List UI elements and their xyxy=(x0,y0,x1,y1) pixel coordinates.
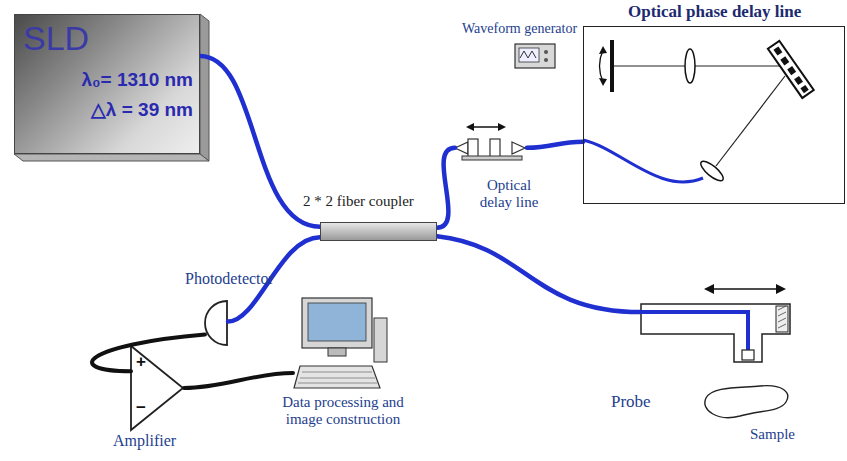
arrow-head xyxy=(776,284,786,294)
monitor-stand xyxy=(328,348,346,356)
input-sign: − xyxy=(136,398,146,418)
beam xyxy=(614,65,785,66)
node-label: Data processing and image construction xyxy=(273,394,413,429)
box-side xyxy=(200,14,209,161)
phase-delay-box: Optical phase delay line xyxy=(583,26,845,204)
connector-line xyxy=(527,142,583,148)
knob xyxy=(544,50,548,54)
fiber xyxy=(583,140,703,182)
arrow-head xyxy=(599,46,607,54)
photodetector-icon xyxy=(205,301,227,345)
beam xyxy=(716,76,785,166)
collimator xyxy=(512,142,525,154)
fiber xyxy=(641,312,748,354)
scan-mirror xyxy=(610,40,614,92)
node-label: △λ = 39 nm xyxy=(91,99,193,121)
connector-line xyxy=(437,148,455,228)
rotation-arrow xyxy=(600,50,604,82)
connector-line xyxy=(184,373,293,388)
box-side xyxy=(14,154,209,161)
double-arrow xyxy=(472,126,500,128)
arrow-head xyxy=(498,123,506,131)
waveform xyxy=(520,51,536,58)
sample: Sample xyxy=(702,384,794,420)
window-hatch xyxy=(778,306,786,328)
optical-fiber xyxy=(527,142,583,148)
generator-screen xyxy=(519,48,539,62)
node-label: 2 * 2 fiber coupler xyxy=(301,193,416,210)
arrow-head xyxy=(599,78,607,86)
screen xyxy=(308,303,366,341)
keys xyxy=(298,372,377,383)
signal-cable xyxy=(92,335,205,372)
probe: Probe xyxy=(641,304,790,362)
knob xyxy=(544,58,548,62)
generator-icon xyxy=(515,44,555,68)
computer: Data processing and image construction xyxy=(293,296,389,390)
optical-delay-line: Optical delay line xyxy=(455,137,527,161)
arrow-head xyxy=(704,284,714,294)
waveform-generator: Waveform generator xyxy=(515,44,555,68)
stage xyxy=(462,156,522,160)
sample-shape xyxy=(705,386,788,418)
node-label: Optical delay line xyxy=(469,177,549,212)
amplifier-symbol xyxy=(131,346,183,430)
light-source-box: SLD λ₀= 1310 nm △λ = 39 nm xyxy=(14,14,200,154)
node-label: λ₀= 1310 nm xyxy=(81,69,193,91)
node-label: Photodetector xyxy=(185,270,274,288)
keyboard xyxy=(294,366,380,388)
signal-cable xyxy=(184,373,293,388)
optical-fiber xyxy=(437,236,641,312)
optical-fiber xyxy=(437,148,455,228)
connector-line xyxy=(92,335,205,372)
fiber-coupler: 2 * 2 fiber coupler xyxy=(320,222,437,241)
probe-window xyxy=(776,306,788,332)
node-label: Waveform generator xyxy=(462,21,577,37)
node-label: Optical phase delay line xyxy=(628,2,801,22)
node-label: Probe xyxy=(611,392,651,412)
grating xyxy=(768,41,814,98)
arrow-head xyxy=(466,123,474,131)
node-label: Amplifier xyxy=(113,432,176,450)
connector-line xyxy=(437,236,641,312)
node-label: Sample xyxy=(750,426,795,443)
tower xyxy=(374,318,387,362)
probe-housing xyxy=(641,304,790,362)
photodetector: Photodetector xyxy=(205,300,228,346)
probe-tip xyxy=(742,350,754,360)
double-arrow xyxy=(712,288,778,290)
node-label: SLD xyxy=(23,19,89,58)
monitor xyxy=(302,298,372,348)
lens xyxy=(685,49,695,83)
lens xyxy=(698,158,726,184)
input-sign: + xyxy=(136,352,146,372)
